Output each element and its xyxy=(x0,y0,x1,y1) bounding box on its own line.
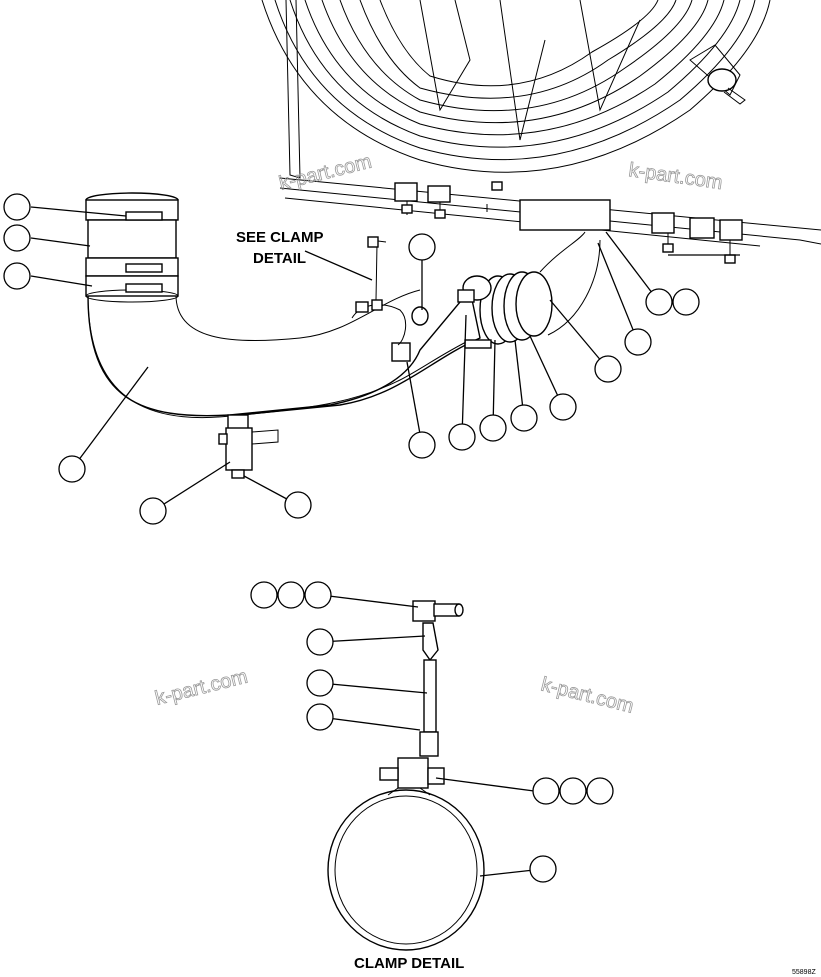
clamp-linkage-top xyxy=(351,236,407,346)
callout-circle xyxy=(645,288,673,316)
callout-circle xyxy=(624,328,652,356)
callout-circle xyxy=(532,777,560,805)
callout-circle xyxy=(594,355,622,383)
clamp-detail-title: CLAMP DETAIL xyxy=(354,955,464,972)
callout-circle xyxy=(306,628,334,656)
watermark: k-part.com xyxy=(153,666,250,710)
callout-circle xyxy=(58,455,86,483)
watermark: k-part.com xyxy=(627,159,724,194)
callout-circle xyxy=(479,414,507,442)
callout-circle xyxy=(277,581,305,609)
callout-circle xyxy=(672,288,700,316)
see-clamp-detail-label-line2: DETAIL xyxy=(253,250,306,267)
fan-shroud xyxy=(261,0,771,179)
callout-circle xyxy=(304,581,332,609)
callout-circle xyxy=(529,855,557,883)
callout-circle xyxy=(586,777,614,805)
callout-circle xyxy=(549,393,577,421)
callout-circle xyxy=(284,491,312,519)
callout-circle xyxy=(306,703,334,731)
callout-circle xyxy=(3,262,31,290)
callout-circle xyxy=(139,497,167,525)
callout-circle xyxy=(306,669,334,697)
callout-group xyxy=(3,193,700,883)
see-clamp-detail-label-line1: SEE CLAMP xyxy=(236,229,324,246)
callout-circle xyxy=(510,404,538,432)
frame-bracket xyxy=(279,177,821,264)
callout-circle xyxy=(250,581,278,609)
watermark: k-part.com xyxy=(277,151,374,195)
drawing-code: 55898Z xyxy=(792,969,816,976)
callout-circle xyxy=(408,233,436,261)
clamp-detail-drawing xyxy=(327,600,485,951)
callout-circle xyxy=(3,193,31,221)
intake-tube xyxy=(85,192,601,479)
callout-circle xyxy=(408,431,436,459)
callout-circle xyxy=(448,423,476,451)
callout-circle xyxy=(559,777,587,805)
callout-circle xyxy=(3,224,31,252)
watermark: k-part.com xyxy=(539,674,636,718)
